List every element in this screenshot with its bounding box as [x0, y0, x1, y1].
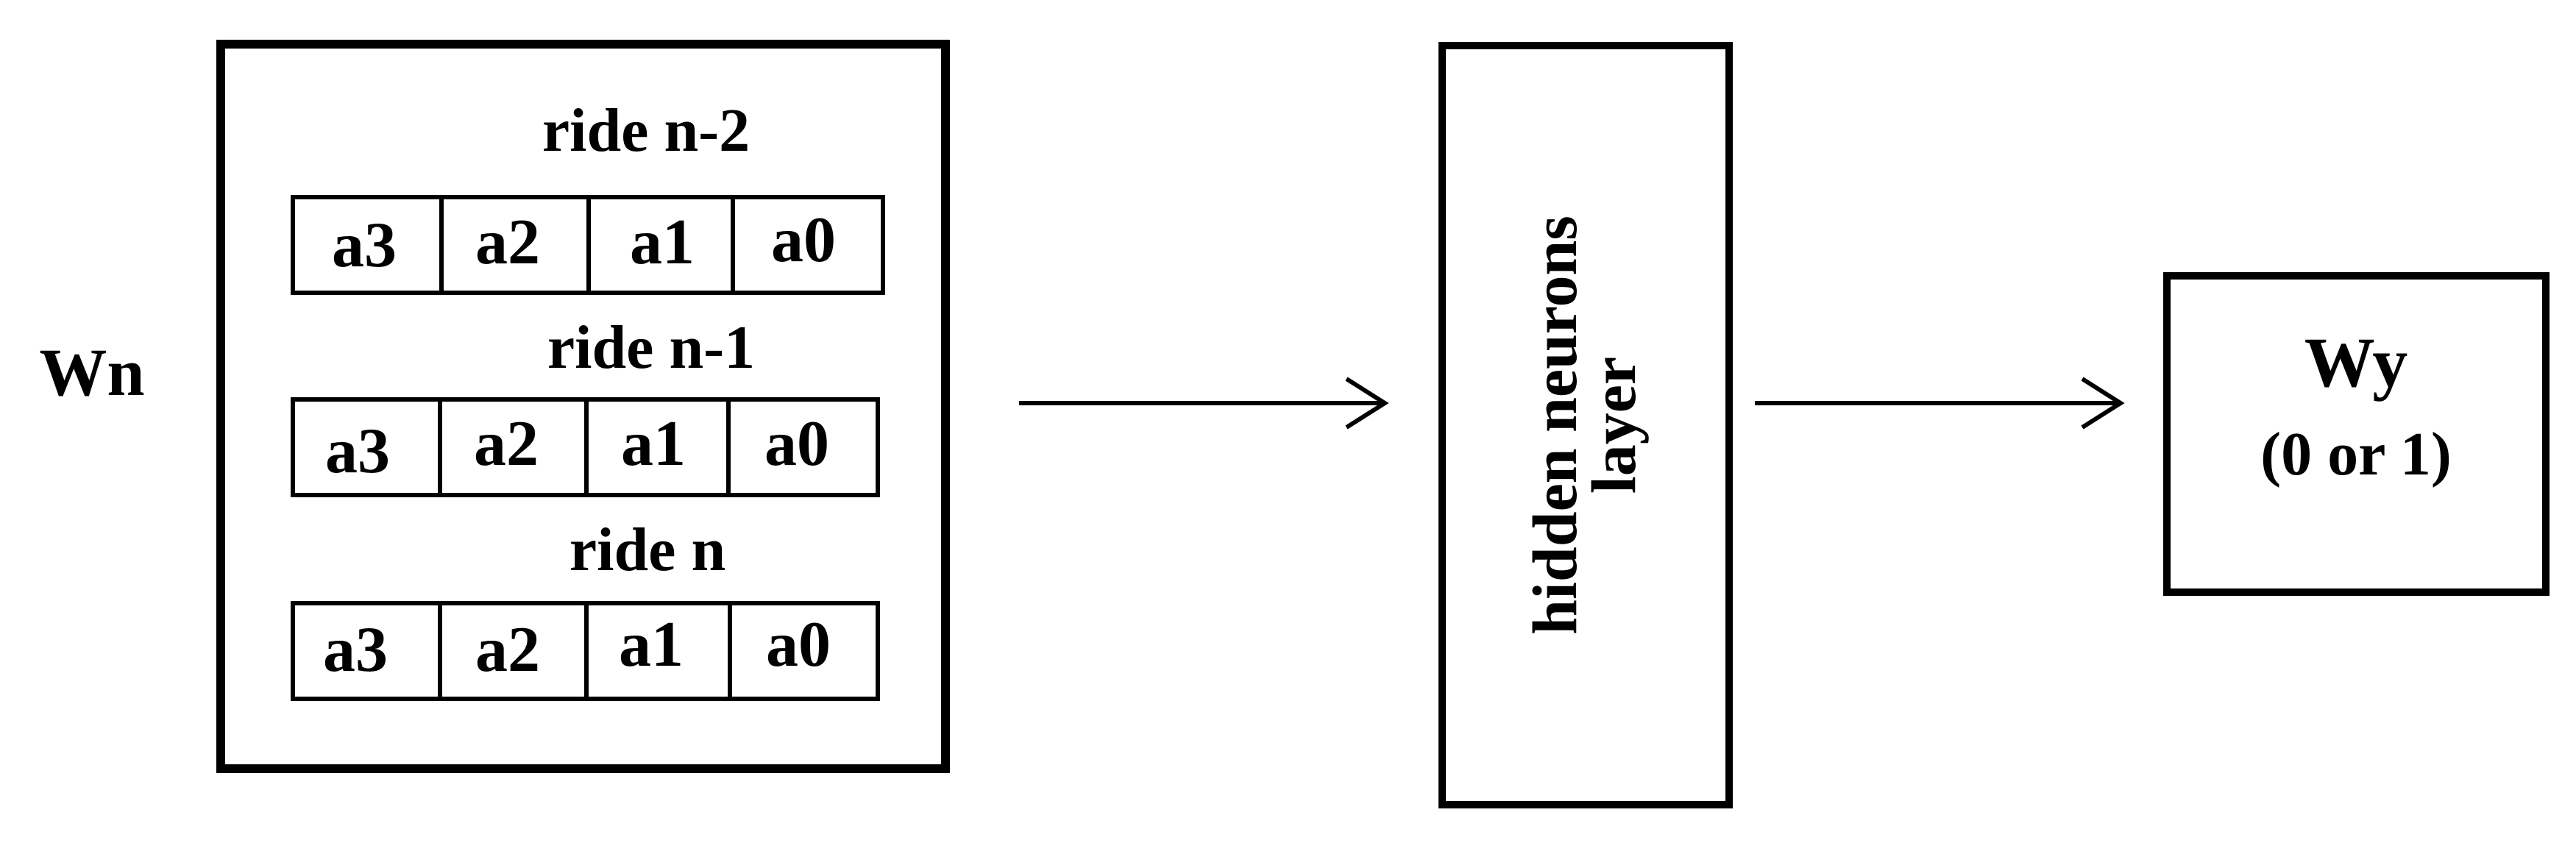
- output-box: [2163, 272, 2550, 596]
- ride-cell: a3: [332, 210, 397, 281]
- ride-cell: a0: [766, 609, 831, 680]
- ride-cell: a1: [621, 408, 686, 480]
- ride-title: ride n-2: [542, 96, 750, 165]
- arrow-input-to-hidden: [1019, 377, 1389, 430]
- ride-cell: a0: [764, 408, 829, 480]
- input-label: Wn: [39, 335, 144, 410]
- ride-cell: a2: [475, 614, 540, 686]
- ride-title: ride n-1: [547, 313, 755, 382]
- ride-cell: a3: [325, 416, 390, 487]
- hidden-layer-line1: hidden neurons: [1519, 216, 1590, 635]
- output-subtitle: (0 or 1): [2260, 420, 2452, 488]
- ride-title: ride n: [570, 516, 725, 584]
- ride-cell: a1: [630, 207, 695, 278]
- ride-cell: a3: [323, 614, 388, 686]
- ride-group: ride n-1 a3 a2 a1 a0: [291, 313, 880, 497]
- arrow-head-icon: [1345, 377, 1389, 430]
- hidden-layer-box: [1438, 42, 1733, 808]
- ride-cell: a0: [771, 204, 836, 276]
- arrow-head-icon: [2081, 377, 2125, 430]
- hidden-layer-label: hidden neurons layer: [1519, 216, 1649, 635]
- ride-group: ride n a3 a2 a1 a0: [291, 516, 880, 701]
- ride-cell: a2: [475, 207, 540, 278]
- arrow-hidden-to-output: [1755, 377, 2125, 430]
- hidden-layer-line2: layer: [1578, 357, 1649, 494]
- ride-group: ride n-2 a3 a2 a1 a0: [291, 96, 885, 295]
- output-title: Wy: [2304, 323, 2408, 402]
- ride-cell: a1: [619, 609, 684, 680]
- ride-cell: a2: [474, 408, 539, 480]
